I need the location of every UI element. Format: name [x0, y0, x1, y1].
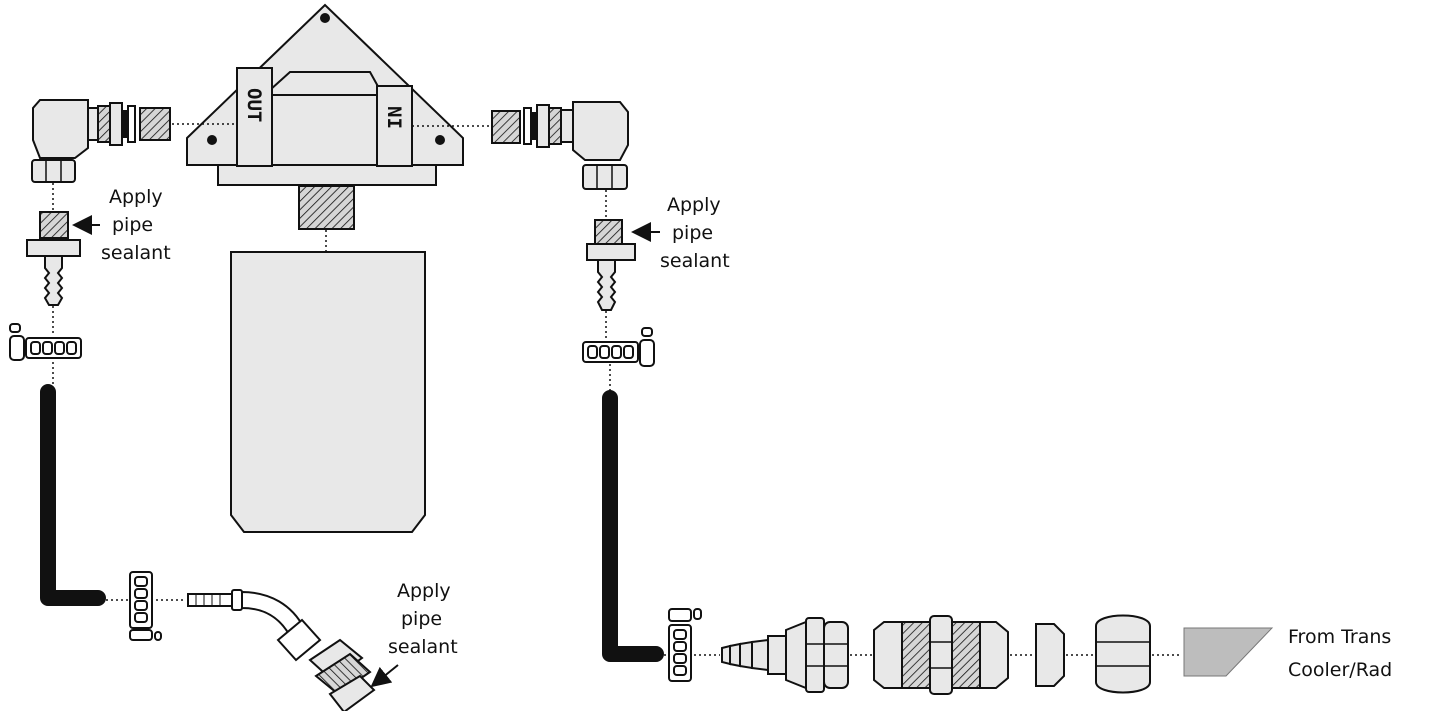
sealant-note-right-1: Apply	[667, 194, 721, 216]
left-elbow-fitting	[31, 99, 171, 183]
mount-hole-right	[435, 135, 445, 145]
quick-connect-fitting	[721, 617, 849, 693]
left-hose-clamp	[9, 323, 82, 361]
source-label-1: From Trans	[1288, 626, 1391, 648]
transmission-cooler-line-source	[1183, 627, 1274, 677]
left-hose-barb	[43, 255, 64, 306]
bottom-left-hose-clamp	[129, 571, 162, 641]
sealant-note-left-2: pipe	[112, 214, 153, 236]
left-hose-barb-hex	[26, 239, 81, 257]
filter-canister	[230, 251, 426, 533]
union-fitting	[873, 615, 1009, 695]
out-port-label: OUT	[243, 88, 265, 122]
bottom-right-hose-clamp	[668, 608, 702, 682]
in-port-label: NI	[383, 106, 405, 129]
sealant-note-bottom-2: pipe	[401, 608, 442, 630]
sealant-note-left-1: Apply	[109, 186, 163, 208]
right-hose-clamp	[582, 327, 655, 367]
adapter-cap	[1035, 623, 1065, 687]
right-pipe-nipple	[594, 219, 623, 245]
sealant-note-right-3: sealant	[660, 250, 730, 272]
out-port-block	[236, 67, 273, 167]
filter-head-base	[217, 164, 437, 186]
sealant-note-right-2: pipe	[672, 222, 713, 244]
mount-hole-left	[207, 135, 217, 145]
left-hose	[40, 384, 106, 606]
sealant-note-bottom-1: Apply	[397, 580, 451, 602]
filter-thread-nipple	[298, 185, 355, 230]
right-hose-barb	[596, 259, 617, 311]
right-elbow-fitting	[491, 101, 629, 190]
sealant-arrow-bottom	[370, 664, 399, 688]
mount-hole-top	[320, 13, 330, 23]
source-label-2: Cooler/Rad	[1288, 659, 1392, 681]
sealant-note-left-3: sealant	[101, 242, 171, 264]
in-port-block	[376, 85, 413, 167]
sealant-note-bottom-3: sealant	[388, 636, 458, 658]
bottom-left-angled-fitting	[187, 589, 322, 662]
right-hose	[602, 390, 664, 662]
filter-head: OUT NI	[186, 3, 464, 186]
bottom-left-hex-adapter	[308, 638, 376, 711]
right-hose-barb-hex	[586, 243, 636, 261]
left-pipe-nipple	[39, 211, 69, 239]
nut-fitting	[1095, 614, 1151, 694]
